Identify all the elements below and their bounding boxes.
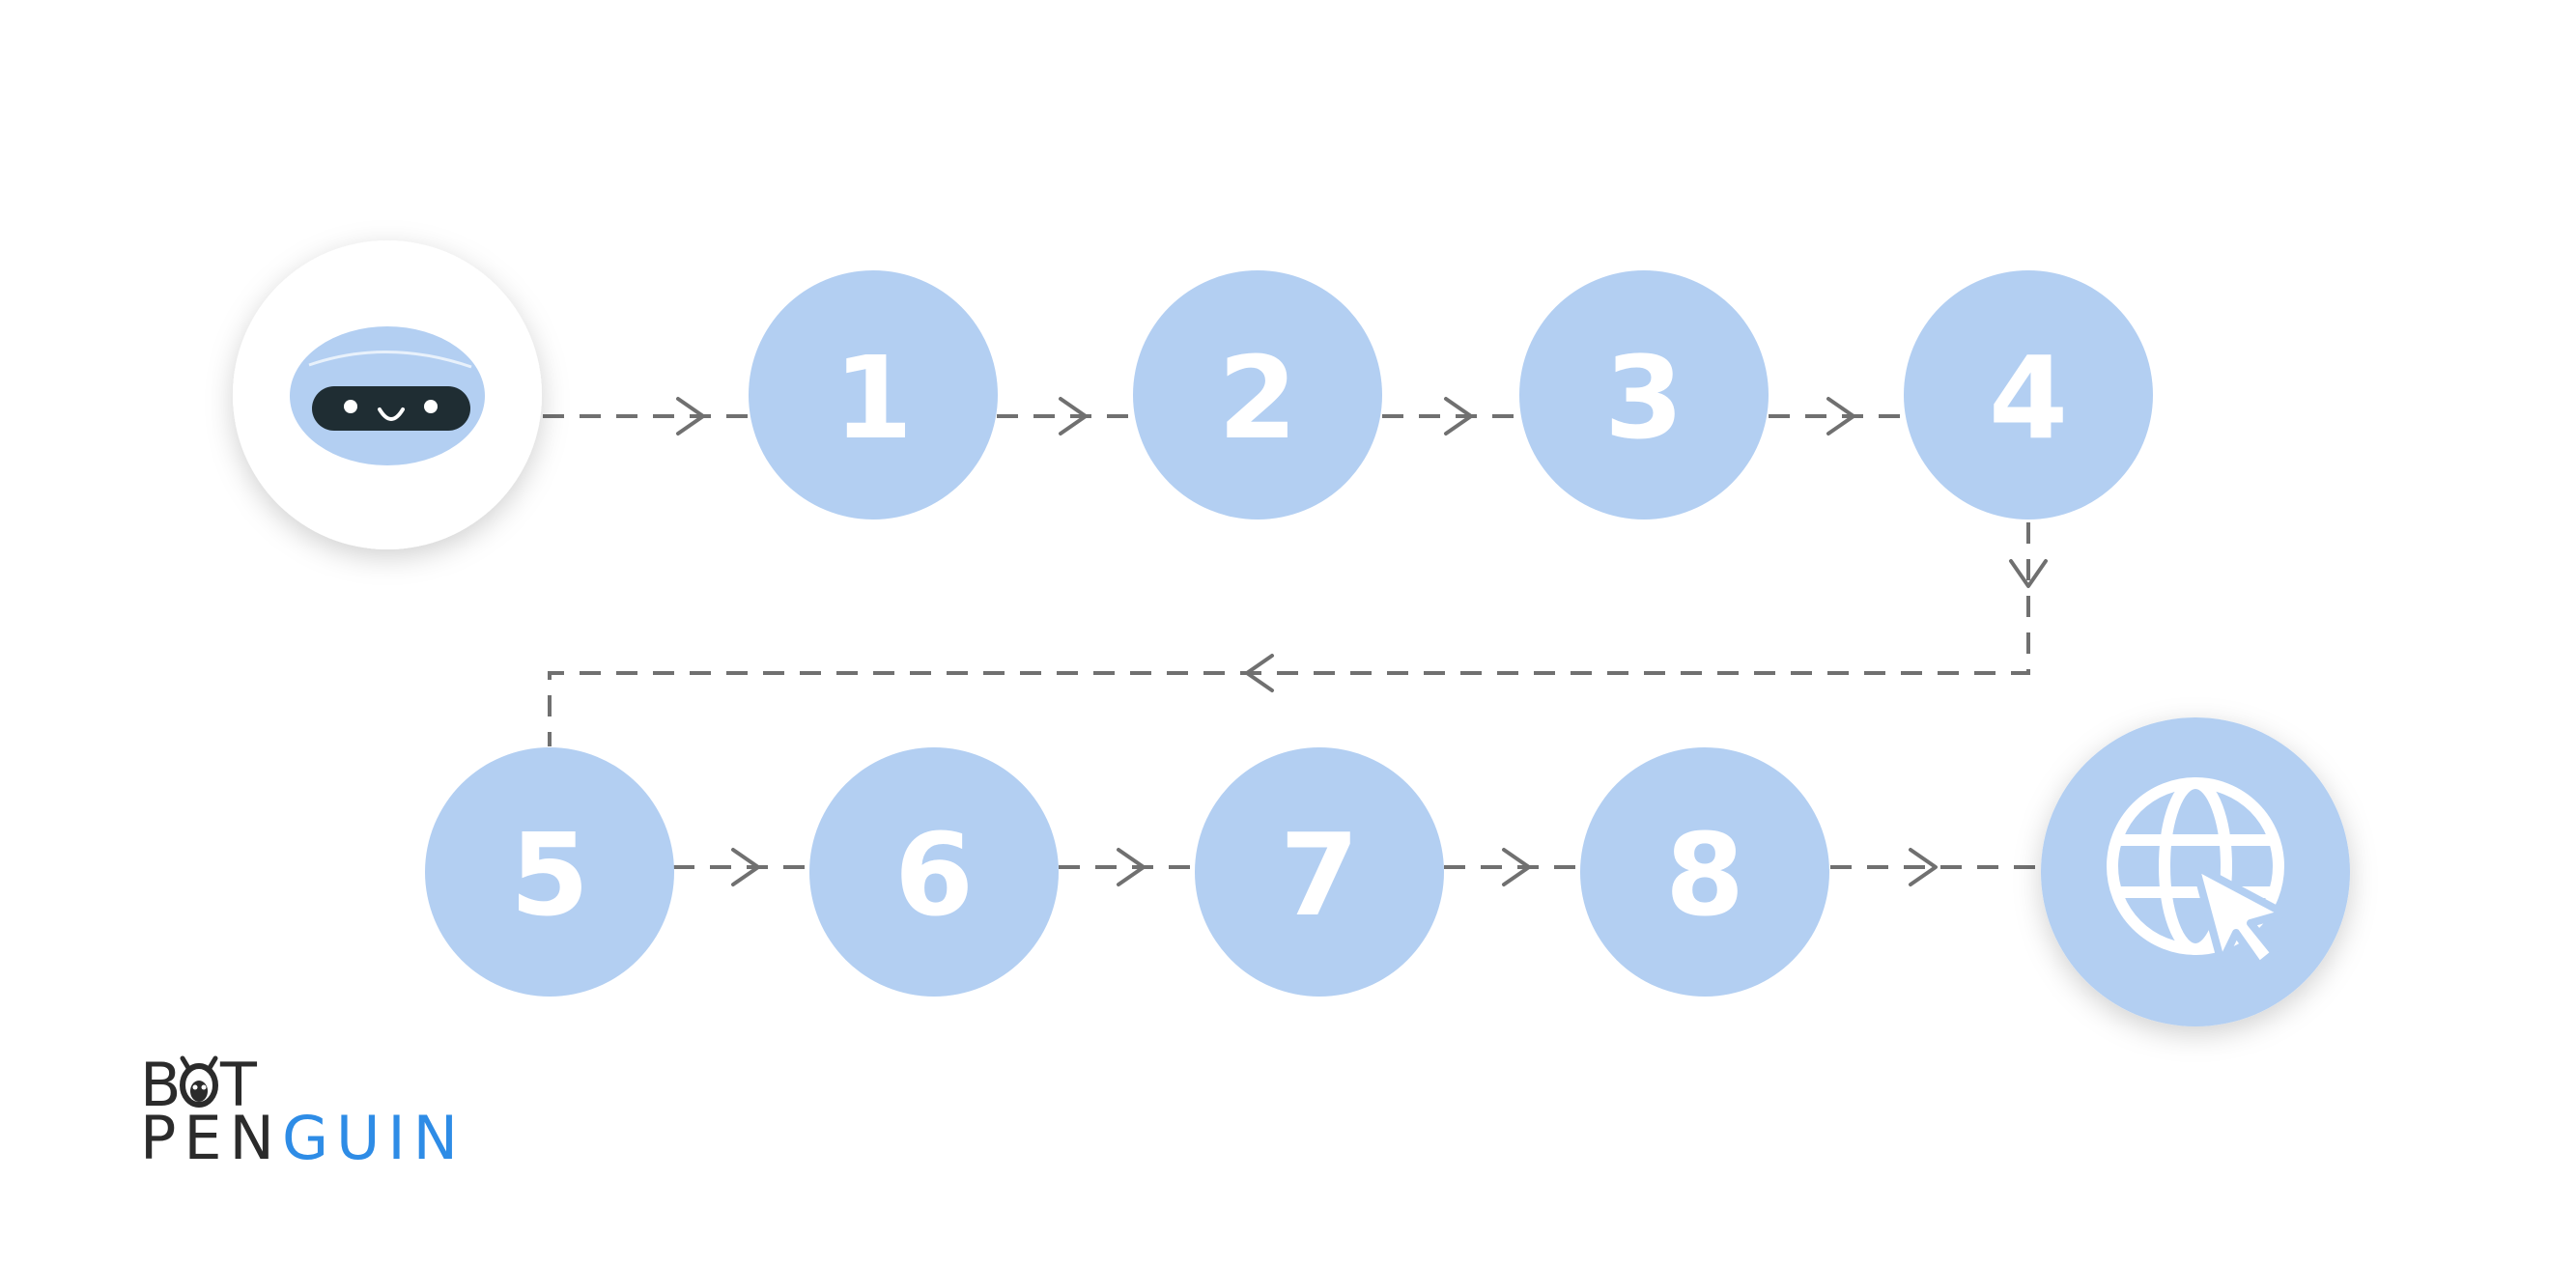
penguin-face-icon xyxy=(180,1055,218,1108)
logo-line-1-part-1: B xyxy=(140,1050,189,1120)
step-1: 1 xyxy=(749,270,998,520)
end-node xyxy=(2041,717,2350,1026)
globe-cursor-icon xyxy=(2107,777,2288,969)
arrow-head-icon xyxy=(1909,848,1938,886)
arrow-head-icon xyxy=(1245,654,1274,692)
logo-line-2: PENGUIN xyxy=(140,1103,466,1173)
step-label: 2 xyxy=(1218,331,1297,464)
step-5: 5 xyxy=(425,747,674,997)
step-4: 4 xyxy=(1904,270,2153,520)
step-3: 3 xyxy=(1519,270,1769,520)
start-node xyxy=(233,240,542,549)
arrow-head-icon xyxy=(2009,559,2048,588)
botpenguin-logo: B T PENGUIN xyxy=(140,1050,466,1173)
step-8: 8 xyxy=(1580,747,1829,997)
step-6: 6 xyxy=(809,747,1059,997)
logo-line-1-part-2: T xyxy=(219,1050,265,1120)
arrow-head-icon xyxy=(1059,397,1088,435)
step-label: 8 xyxy=(1665,808,1744,941)
arrow-head-icon xyxy=(1826,397,1855,435)
step-label: 5 xyxy=(510,808,589,941)
step-label: 1 xyxy=(834,331,913,464)
arrow-head-icon xyxy=(676,397,705,435)
arrow-head-icon xyxy=(731,848,760,886)
bot-face-icon xyxy=(290,326,485,465)
step-2: 2 xyxy=(1133,270,1382,520)
step-label: 4 xyxy=(1989,331,2068,464)
logo-line-2-part-2: GUIN xyxy=(282,1103,466,1173)
logo-line-2-part-1: PEN xyxy=(140,1103,282,1173)
step-label: 3 xyxy=(1604,331,1684,464)
connector-4-5 xyxy=(548,522,2030,746)
arrowheads xyxy=(676,397,2048,886)
arrow-head-icon xyxy=(1444,397,1473,435)
connectors xyxy=(543,414,2036,869)
arrow-head-icon xyxy=(1502,848,1531,886)
step-label: 7 xyxy=(1280,808,1359,941)
step-label: 6 xyxy=(894,808,974,941)
step-7: 7 xyxy=(1195,747,1444,997)
arrow-head-icon xyxy=(1117,848,1146,886)
